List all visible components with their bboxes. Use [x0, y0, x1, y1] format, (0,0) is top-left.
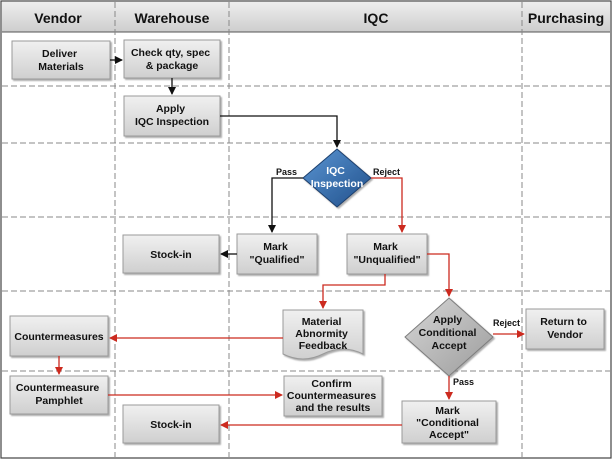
node-apply-conditional-accept-decision: Apply Conditional Accept	[404, 297, 494, 377]
node-text-line: Countermeasures	[14, 331, 103, 343]
node-text-line: Deliver	[42, 48, 77, 60]
node-confirm-countermeasures: Confirm Countermeasures and the results	[283, 375, 383, 417]
node-text-line: Stock-in	[150, 419, 191, 431]
node-text-line: Material	[302, 316, 342, 328]
node-apply-iqc-inspection: Apply IQC Inspection	[123, 95, 221, 137]
node-check-qty-spec: Check qty, spec & package	[123, 39, 221, 79]
svg-text:Apply Conditional: Apply Conditional Accept	[419, 314, 480, 352]
node-text-line: Accept"	[429, 429, 469, 441]
node-text-line: Countermeasure	[16, 382, 100, 394]
arrow-unqualified-to-conditional	[427, 253, 453, 297]
node-text-line: Abnormity	[295, 328, 348, 340]
node-text-line: "Conditional	[416, 417, 479, 429]
node-text-line: Return to	[540, 316, 587, 328]
node-stock-in-1: Stock-in	[122, 234, 220, 274]
node-text-line: Mark	[373, 241, 398, 253]
edge-label-reject: Reject	[373, 167, 400, 177]
svg-text:Return to Vendor: Return to Vendor	[540, 316, 590, 341]
node-text-line: "Unqualified"	[353, 254, 420, 266]
node-text-line: Check qty, spec	[131, 47, 210, 59]
arrow-apply-to-inspection	[220, 115, 341, 148]
node-material-abnormity-feedback: Material Abnormity Feedback	[282, 309, 364, 360]
node-text-line: Stock-in	[150, 249, 191, 261]
node-text-line: IQC	[326, 165, 345, 177]
node-mark-conditional-accept: Mark "Conditional Accept"	[401, 400, 497, 444]
node-text-line: Mark	[435, 405, 460, 417]
node-deliver-materials: Deliver Materials	[11, 40, 111, 80]
arrow-pass-to-qualified	[268, 177, 303, 233]
svg-text:Deliver Materials: Deliver Materials	[38, 48, 84, 73]
node-text-line: Apply	[156, 103, 185, 115]
svg-text:Confirm Countermeasures: Confirm Countermeasures and the results	[287, 378, 379, 414]
svg-text:IQC Inspection: IQC Inspection	[311, 165, 364, 190]
lane-dividers	[114, 2, 523, 457]
node-mark-unqualified: Mark "Unqualified"	[346, 233, 428, 275]
node-text-line: Mark	[263, 241, 288, 253]
lane-header-band	[2, 2, 610, 32]
node-countermeasure-pamphlet: Countermeasure Pamphlet	[9, 375, 109, 415]
svg-text:Countermeasure Pamphlet: Countermeasure Pamphlet	[16, 382, 102, 407]
node-text-line: & package	[146, 60, 199, 72]
svg-text:Check qty, spec & packag: Check qty, spec & package	[131, 47, 213, 72]
arrow-unqualified-to-feedback	[319, 274, 386, 309]
node-text-line: "Qualified"	[250, 254, 305, 266]
node-text-line: Countermeasures	[287, 390, 376, 402]
node-text-line: Feedback	[299, 340, 348, 352]
node-text-line: IQC Inspection	[135, 116, 209, 128]
node-text-line: Pamphlet	[35, 395, 83, 407]
node-text-line: Accept	[431, 340, 467, 352]
edge-label-pass: Pass	[276, 167, 297, 177]
node-iqc-inspection-decision: IQC Inspection	[302, 148, 372, 208]
node-text-line: Inspection	[311, 178, 364, 190]
svg-text:Mark "Qualified": Mark "Qualified"	[250, 241, 305, 266]
svg-text:Apply IQC Inspection: Apply IQC Inspection	[135, 103, 209, 128]
lane-header-vendor: Vendor	[34, 10, 82, 26]
node-return-to-vendor: Return to Vendor	[525, 308, 605, 350]
lane-header-iqc: IQC	[364, 10, 389, 26]
node-text-line: and the results	[296, 402, 371, 414]
node-text-line: Confirm	[311, 378, 351, 390]
edge-label-reject: Reject	[493, 318, 520, 328]
lane-header-purchasing: Purchasing	[528, 10, 604, 26]
node-countermeasures: Countermeasures	[9, 315, 109, 357]
node-text-line: Vendor	[547, 329, 583, 341]
arrow-reject-to-unqualified	[371, 177, 406, 233]
node-mark-qualified: Mark "Qualified"	[236, 233, 318, 275]
lane-header-warehouse: Warehouse	[135, 10, 210, 26]
row-dividers	[2, 85, 610, 372]
node-stock-in-2: Stock-in	[122, 404, 220, 444]
svg-text:Mark "Unqualified": Mark "Unqualified"	[353, 241, 420, 266]
node-text-line: Conditional	[419, 327, 477, 339]
node-text-line: Materials	[38, 61, 84, 73]
node-text-line: Apply	[433, 314, 462, 326]
svg-text:Material Abnormity: Material Abnormity Feedback	[295, 316, 350, 352]
edge-label-pass: Pass	[453, 377, 474, 387]
svg-text:Mark "Conditional: Mark "Conditional Accept"	[416, 405, 482, 441]
